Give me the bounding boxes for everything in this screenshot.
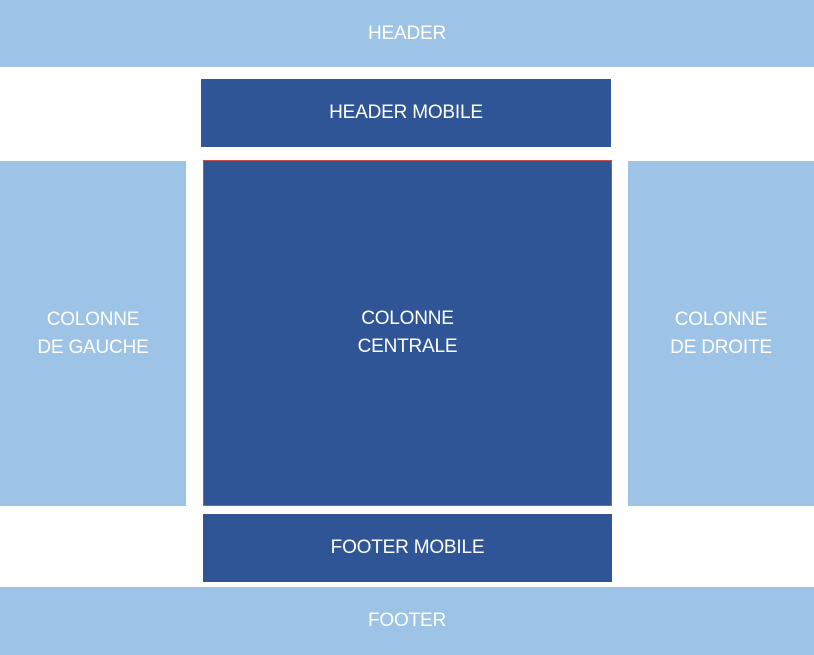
right-column-label-line2: DE DROITE <box>670 336 772 358</box>
left-column-block: COLONNE DE GAUCHE <box>0 161 186 506</box>
center-column-label-line1: COLONNE <box>361 308 454 329</box>
left-column-label-line2: DE GAUCHE <box>37 336 149 358</box>
footer-block: FOOTER <box>0 587 814 655</box>
header-label: HEADER <box>368 22 446 44</box>
header-mobile-block: HEADER MOBILE <box>201 79 611 147</box>
header-block: HEADER <box>0 0 814 67</box>
right-column-block: COLONNE DE DROITE <box>628 161 814 506</box>
left-column-label: COLONNE DE GAUCHE <box>37 306 148 362</box>
center-column-block: COLONNE CENTRALE <box>203 160 612 506</box>
right-column-label-line1: COLONNE <box>674 308 768 330</box>
right-column-label: COLONNE DE DROITE <box>670 306 772 362</box>
footer-label: FOOTER <box>368 610 446 631</box>
left-column-label-line1: COLONNE <box>46 308 140 330</box>
footer-mobile-label: FOOTER MOBILE <box>330 537 485 558</box>
center-column-label: COLONNE CENTRALE <box>358 305 458 361</box>
header-mobile-label: HEADER MOBILE <box>329 102 483 123</box>
footer-mobile-block: FOOTER MOBILE <box>203 514 612 582</box>
center-column-label-line2: CENTRALE <box>357 336 458 357</box>
